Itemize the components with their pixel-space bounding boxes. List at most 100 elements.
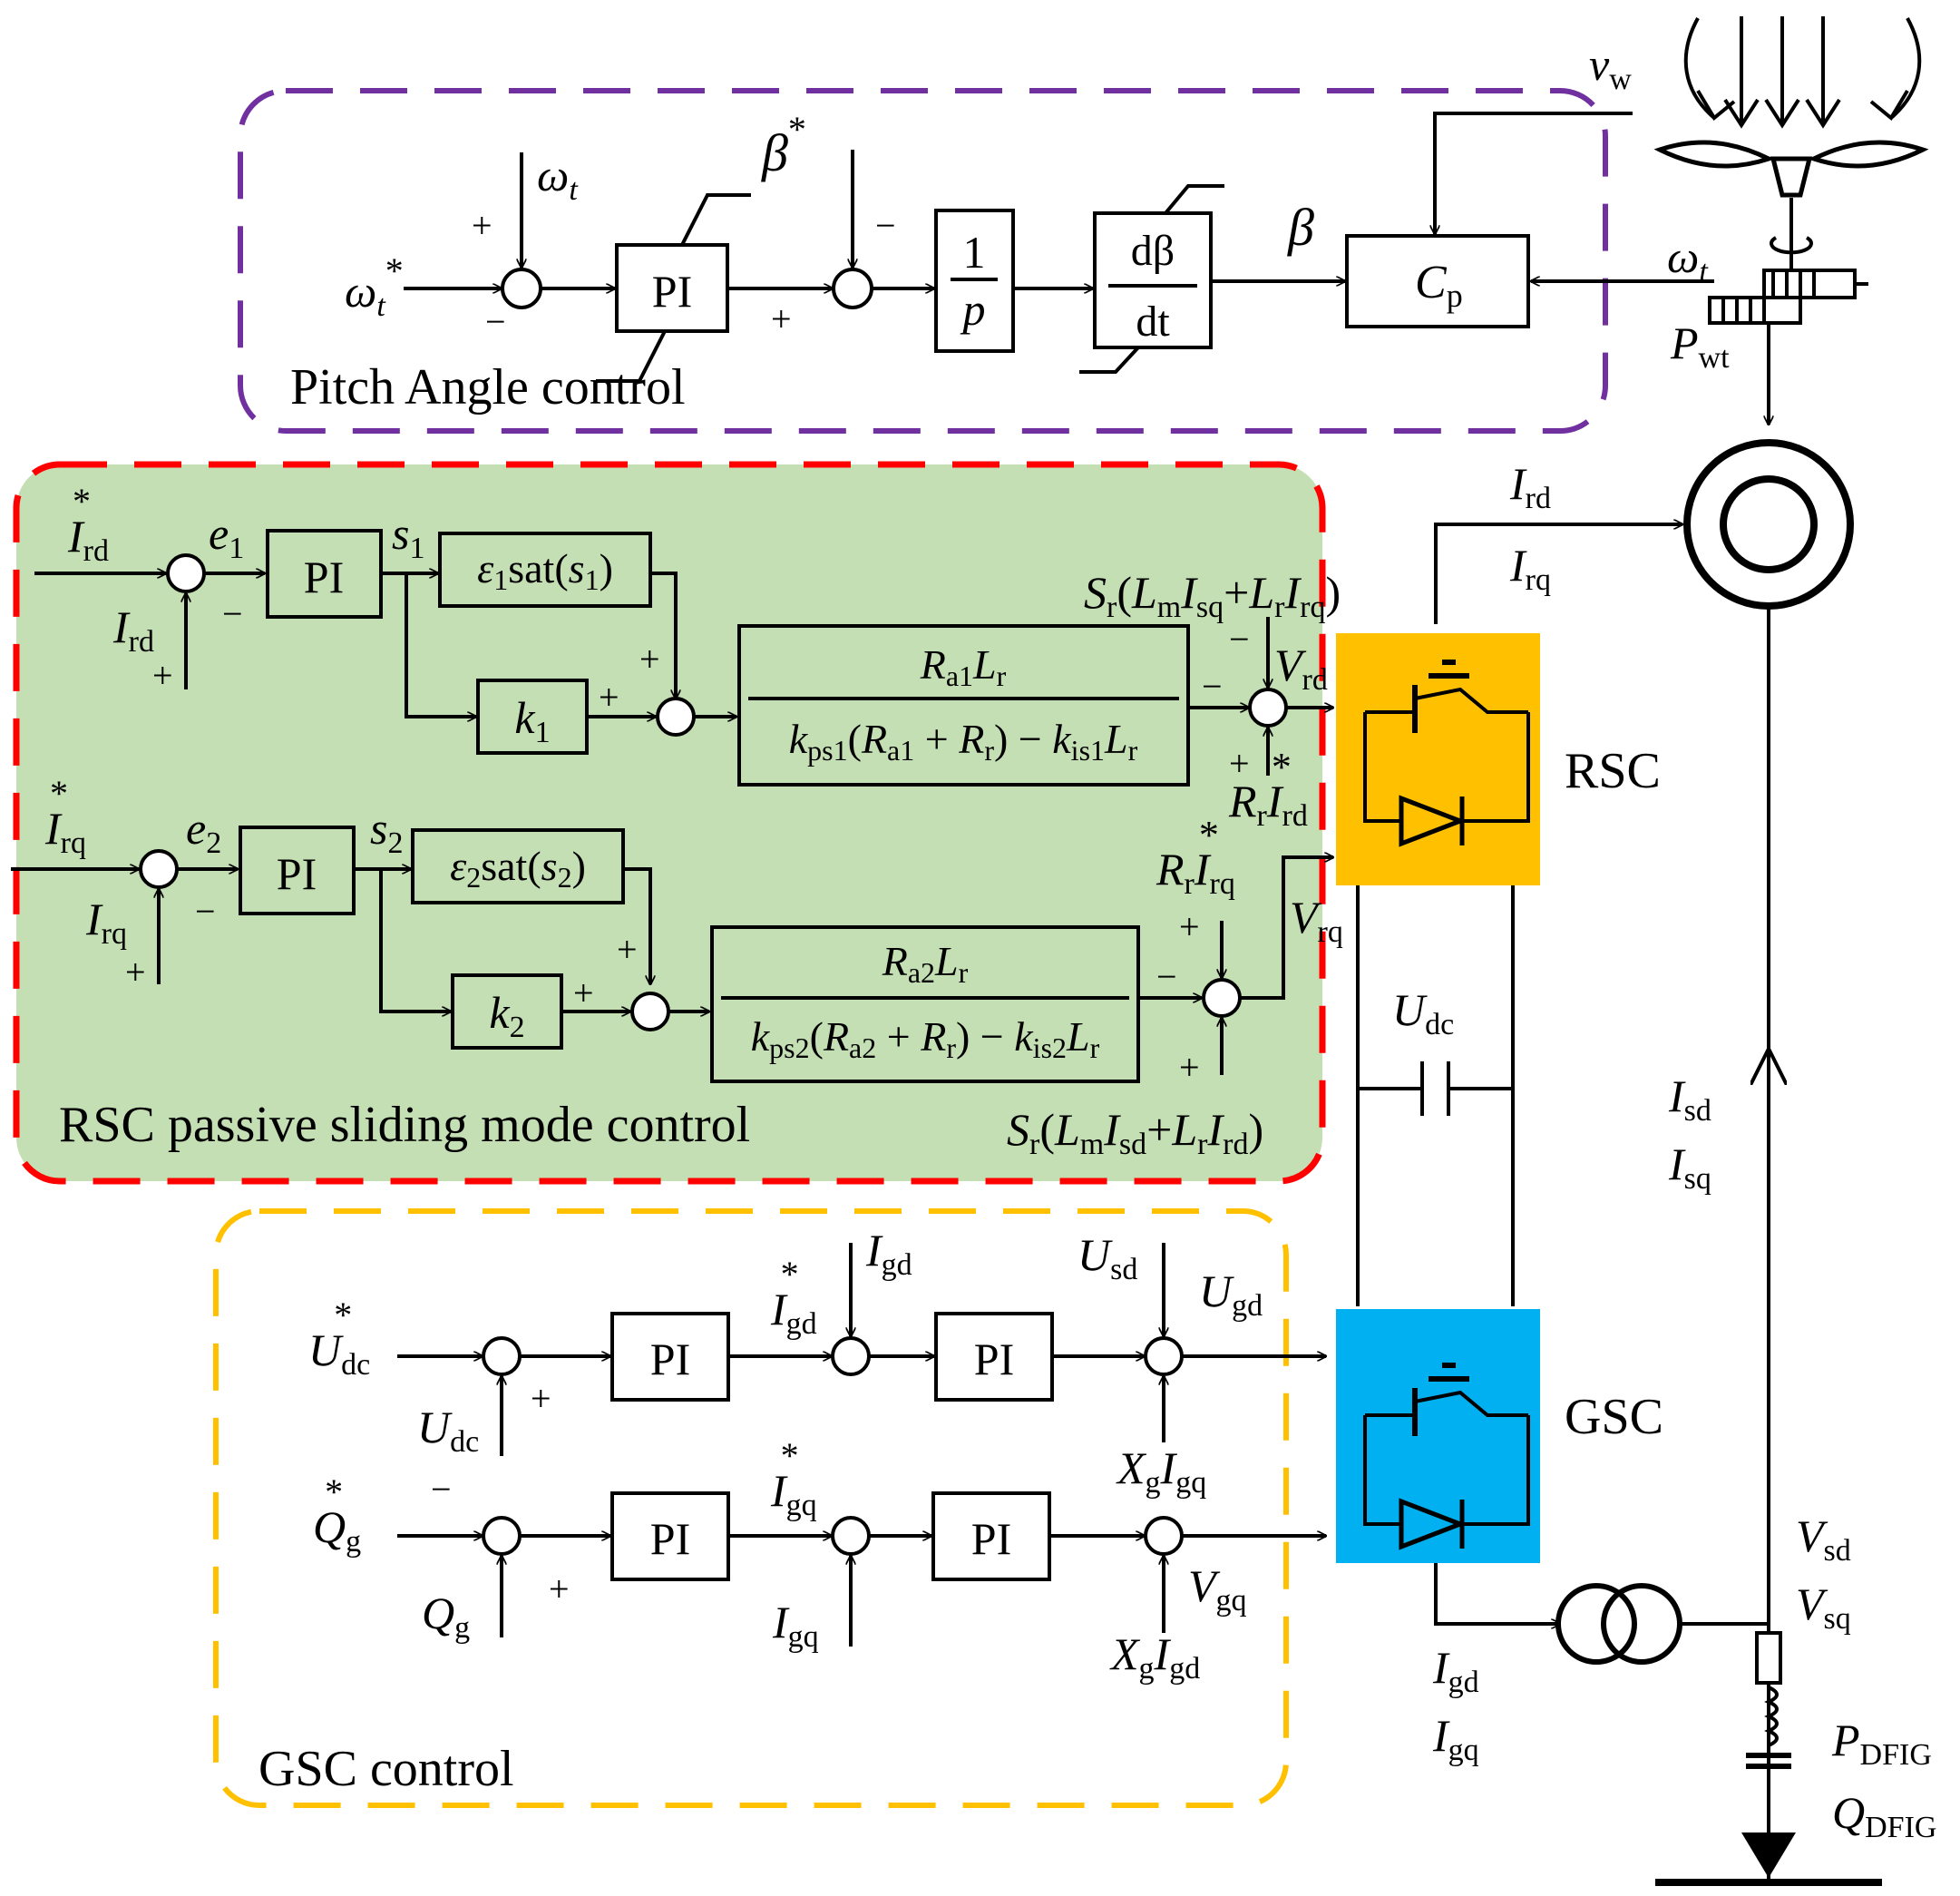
sign-minus: − (1156, 956, 1177, 997)
sign-minus: − (1202, 666, 1223, 707)
ird-ref-label: Ird* (67, 481, 109, 568)
pitch-control-border (238, 88, 1608, 434)
sign-minus: − (222, 593, 243, 634)
pi-label: PI (974, 1334, 1014, 1384)
ird-fb-label: Ird (112, 601, 154, 659)
integrator-den: p (960, 284, 986, 335)
sign-plus: + (472, 205, 492, 246)
sign-minus: − (1229, 619, 1250, 660)
pitch-sum-1 (501, 268, 542, 309)
pi-label: PI (277, 848, 317, 899)
gsc-igd-pi-block (934, 1312, 1054, 1402)
rsc-q-output-sum (1202, 978, 1242, 1018)
sr-d-comp-label: Sr(LmIsd+LrIrd) (1007, 1104, 1263, 1161)
sign-plus: + (152, 655, 173, 696)
tf2-block (710, 925, 1140, 1083)
dc-link: Udc (1356, 884, 1515, 1306)
pi-label: PI (971, 1513, 1011, 1564)
gsc-igq-sum (831, 1516, 871, 1556)
pi-label: PI (650, 1513, 690, 1564)
xg-igd-label: XgIgd (1109, 1628, 1200, 1686)
sign-plus: + (771, 298, 792, 339)
gsc-ugd-sum (1144, 1336, 1184, 1376)
sat1-block (438, 532, 652, 608)
omega-t-fb-label: ωt (537, 150, 579, 207)
gsc-converter-label: GSC (1565, 1389, 1663, 1445)
gsc-converter (1336, 1309, 1540, 1563)
igq-fb-label: Igq (772, 1597, 819, 1654)
gsc-udc-sum (482, 1336, 522, 1376)
sign-plus: + (1229, 743, 1250, 784)
s2-label: s2 (370, 803, 403, 860)
pitch-sum-2 (832, 268, 873, 309)
beta-label: β (1287, 198, 1314, 257)
wind-turbine: Pwt (1653, 16, 1929, 425)
rsc-d-error-sum (166, 553, 206, 593)
igbt-diode-icon (1363, 660, 1530, 847)
rr-ird-ref-label: RrIrd* (1228, 745, 1308, 833)
pitch-control: ωt* ωt + − PI β* − + 1 p dβ dt β Cp (345, 39, 1714, 383)
sign-minus: − (875, 205, 896, 246)
sign-plus: + (125, 952, 146, 992)
sign-plus: + (549, 1569, 570, 1609)
pwt-label: Pwt (1670, 318, 1730, 375)
irq-fb-label: Irq (85, 894, 127, 951)
sign-plus: + (573, 972, 594, 1013)
gsc-control-border (213, 1208, 1289, 1808)
tf1-denominator: kps1(Ra1 + Rr) − kis1Lr (789, 716, 1138, 767)
rsc-q-axis: Irq* Irq − + e2 PI s2 ε2sat(s2) k2 + + R… (11, 773, 1343, 1161)
gsc-qg-pi-block (610, 1491, 730, 1581)
sign-plus: + (599, 677, 619, 718)
gsc-udc-pi-block (610, 1312, 730, 1402)
integrator-num: 1 (963, 227, 986, 278)
sign-minus: − (431, 1469, 452, 1510)
rsc-converter-label: RSC (1565, 743, 1661, 799)
tf2-numerator: Ra2Lr (882, 938, 969, 989)
vgq-label: Vgq (1188, 1560, 1247, 1617)
rsc-q-error-sum (139, 849, 179, 889)
vsq-label: Vsq (1796, 1578, 1851, 1636)
pitch-control-title: Pitch Angle control (290, 359, 686, 415)
rsc-control-border (13, 461, 1326, 1185)
cp-block (1345, 234, 1530, 328)
sat1-label: ε1sat(s1) (477, 545, 613, 596)
sign-plus: + (1179, 906, 1200, 947)
udc-ref-label: Udc* (308, 1295, 370, 1382)
irq-ref-label: Irq* (44, 773, 86, 860)
vrd-label: Vrd (1274, 640, 1328, 697)
qg-fb-label: Qg (422, 1588, 470, 1645)
turbine-blades-icon (1653, 140, 1929, 169)
qdfig-label: QDFIG (1832, 1787, 1936, 1844)
sign-minus: − (195, 891, 216, 932)
k1-label: k1 (514, 692, 550, 749)
transformer-icon (1555, 1583, 1637, 1665)
omega-t-ref-label: ωt* (345, 250, 404, 323)
sr-q-comp-label: Sr(LmIsq+LrIrq) (1084, 567, 1341, 624)
tf1-block (737, 624, 1190, 787)
rsc-control-title: RSC passive sliding mode control (59, 1097, 750, 1153)
rsc-d-axis: Ird* Ird − + e1 PI s1 ε1sat(s1) k1 + + R… (34, 481, 1341, 833)
isd-label: Isd (1668, 1070, 1711, 1128)
sign-plus: + (531, 1378, 551, 1419)
isq-label: Isq (1668, 1139, 1711, 1196)
igd-ref-label: Igd* (770, 1254, 817, 1341)
pi-label: PI (652, 266, 692, 317)
gearbox-icon (1762, 269, 1857, 299)
rsc-control-region (16, 464, 1322, 1181)
vrq-label: Vrq (1290, 892, 1343, 949)
vsd-label: Vsd (1796, 1510, 1851, 1568)
udc-label: Udc (1392, 984, 1454, 1041)
igd-out-label: Igd (1432, 1642, 1479, 1699)
sign-plus: + (617, 929, 638, 970)
sat2-block (411, 828, 625, 904)
tf1-numerator: Ra1Lr (920, 641, 1007, 692)
udc-fb-label: Udc (417, 1402, 479, 1459)
irq-out-label: Irq (1509, 540, 1551, 597)
s1-label: s1 (392, 508, 424, 565)
rsc-converter (1336, 633, 1540, 885)
k2-label: k2 (489, 987, 524, 1044)
generator: Isd Isq Vsd Vsq PDFIG QDFIG (1655, 439, 1936, 1886)
tf2-denominator: kps2(Ra2 + Rr) − kis2Lr (751, 1013, 1100, 1064)
wind-arrows-icon (1683, 17, 1716, 120)
